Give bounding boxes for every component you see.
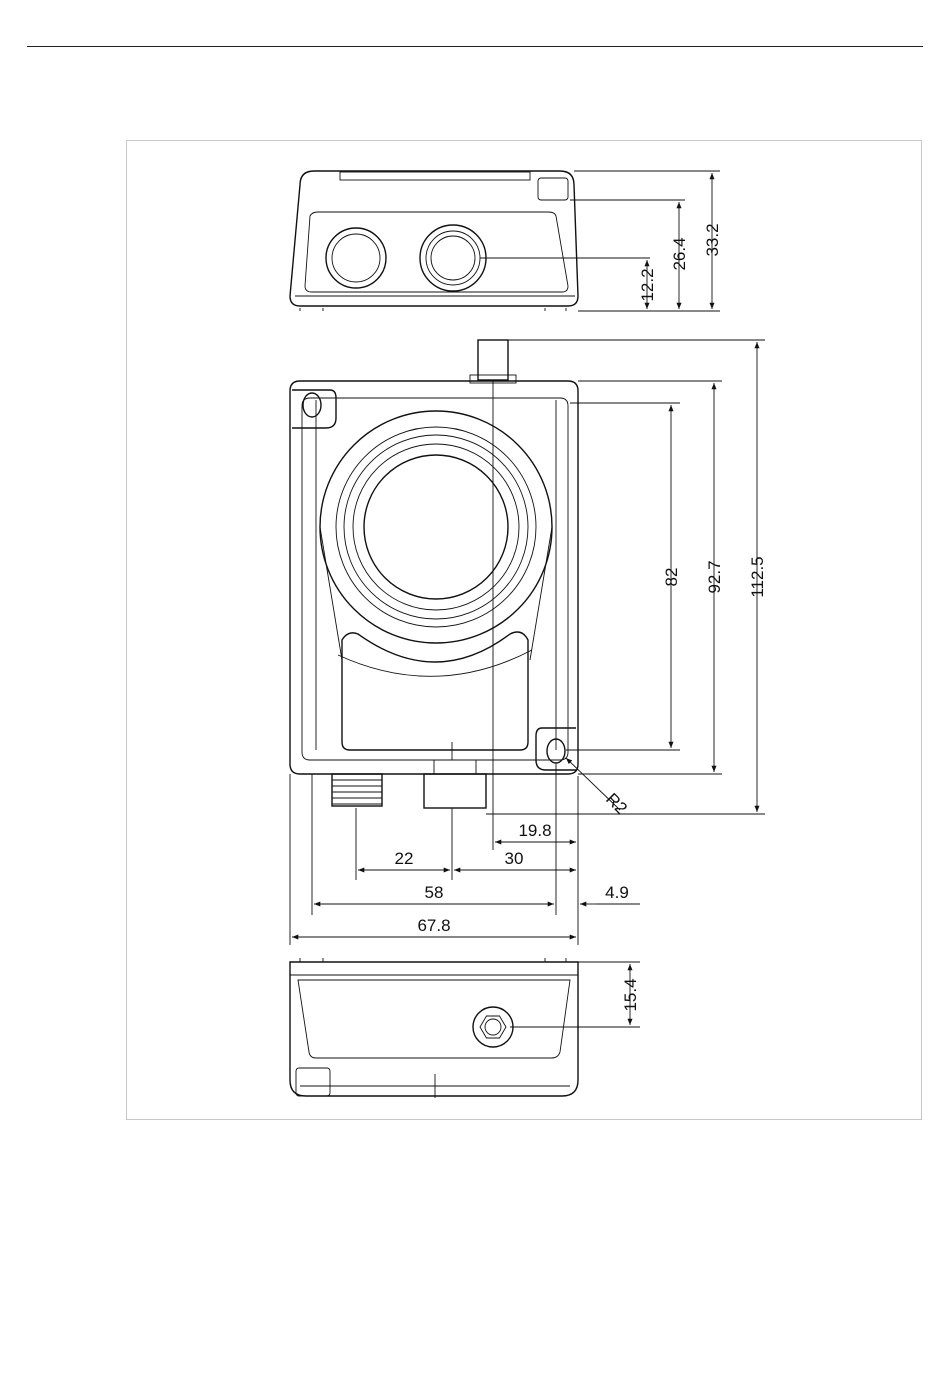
bottom-view-dimensions: 15.4 bbox=[510, 962, 640, 1027]
dim-19-8: 19.8 bbox=[518, 821, 551, 840]
dim-58: 58 bbox=[425, 883, 444, 902]
top-view-dimensions: 33.2 26.4 12.2 bbox=[480, 171, 722, 311]
dim-22: 22 bbox=[395, 849, 414, 868]
dim-112-5: 112.5 bbox=[748, 556, 767, 597]
dim-30: 30 bbox=[505, 849, 524, 868]
front-view bbox=[290, 340, 578, 808]
top-view bbox=[290, 171, 578, 311]
dim-12-2: 12.2 bbox=[638, 268, 657, 301]
dim-4-9: 4.9 bbox=[605, 883, 629, 902]
dim-67-8: 67.8 bbox=[417, 916, 450, 935]
bottom-view bbox=[290, 958, 578, 1098]
dim-82: 82 bbox=[662, 568, 681, 587]
dim-15-4: 15.4 bbox=[621, 978, 640, 1011]
dim-33-2: 33.2 bbox=[703, 223, 722, 256]
dim-92-7: 92.7 bbox=[705, 560, 724, 593]
dim-26-4: 26.4 bbox=[670, 237, 689, 270]
